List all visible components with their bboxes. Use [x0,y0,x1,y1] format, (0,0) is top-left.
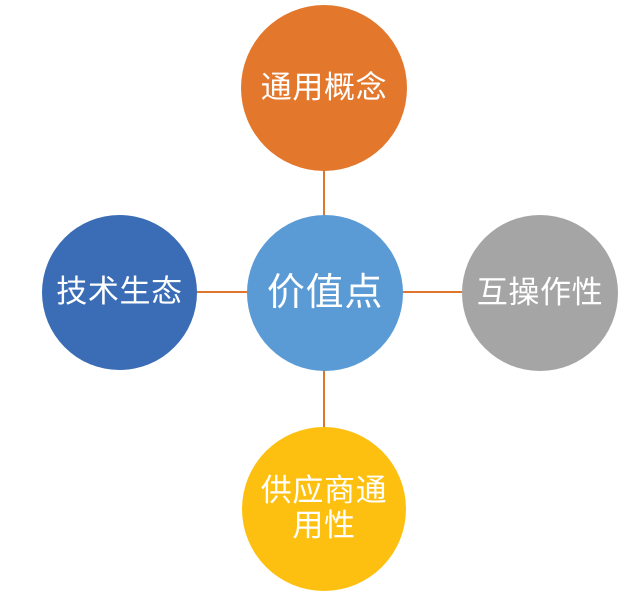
connector-center-to-left [194,291,250,293]
node-right-label: 互操作性 [476,274,604,310]
node-left-label: 技术生态 [56,274,183,310]
node-bottom-vendor-universality[interactable]: 供应商通用性 [242,427,406,591]
node-top-label: 通用概念 [260,69,388,105]
node-center-label: 价值点 [266,271,384,314]
node-left-technology-ecosystem[interactable]: 技术生态 [42,215,197,370]
connector-center-to-top [323,168,325,218]
node-bottom-label: 供应商通用性 [260,473,388,543]
node-top-general-concept[interactable]: 通用概念 [241,5,407,171]
node-center-value-point[interactable]: 价值点 [247,215,403,371]
connector-center-to-right [400,291,464,293]
connector-center-to-bottom [323,368,325,430]
node-right-interoperability[interactable]: 互操作性 [462,215,618,371]
